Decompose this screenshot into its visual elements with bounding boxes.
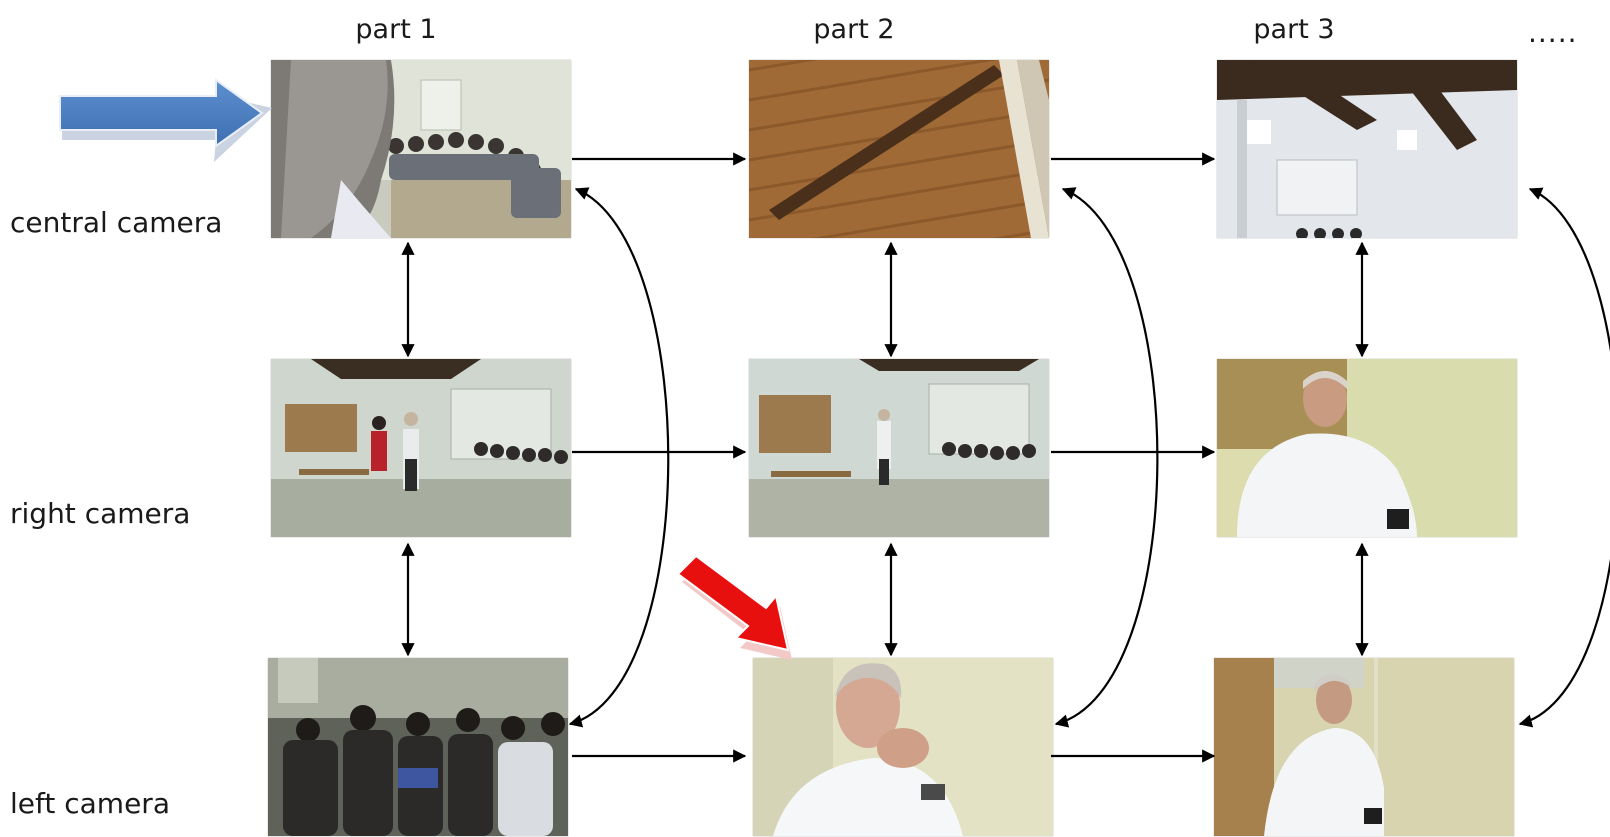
row-label-central-camera: central camera (10, 206, 223, 239)
frame-central-part-1 (271, 60, 571, 238)
curve-col3-central-left (1518, 187, 1610, 728)
frame-right-part-1 (271, 359, 571, 537)
frame-left-part-1 (268, 658, 568, 836)
blue-pointer-arrow-icon (59, 78, 272, 162)
row-label-right-camera: right camera (10, 497, 191, 530)
frame-left-part-2 (753, 658, 1053, 836)
frame-right-part-3 (1217, 359, 1517, 537)
column-label-part-3: part 3 (1253, 14, 1335, 45)
row-label-left-camera: left camera (10, 787, 170, 820)
red-pointer-arrow-icon (676, 554, 792, 660)
frame-right-part-2 (749, 359, 1049, 537)
curve-col2-central-left (1054, 187, 1159, 728)
column-label-part-1: part 1 (355, 14, 437, 45)
curve-col1-central-left (568, 187, 670, 728)
frame-central-part-3 (1217, 60, 1517, 238)
frame-left-part-3 (1214, 658, 1514, 836)
frame-central-part-2 (749, 60, 1049, 238)
continuation-ellipsis: ..... (1528, 16, 1578, 49)
column-label-part-2: part 2 (813, 14, 895, 45)
